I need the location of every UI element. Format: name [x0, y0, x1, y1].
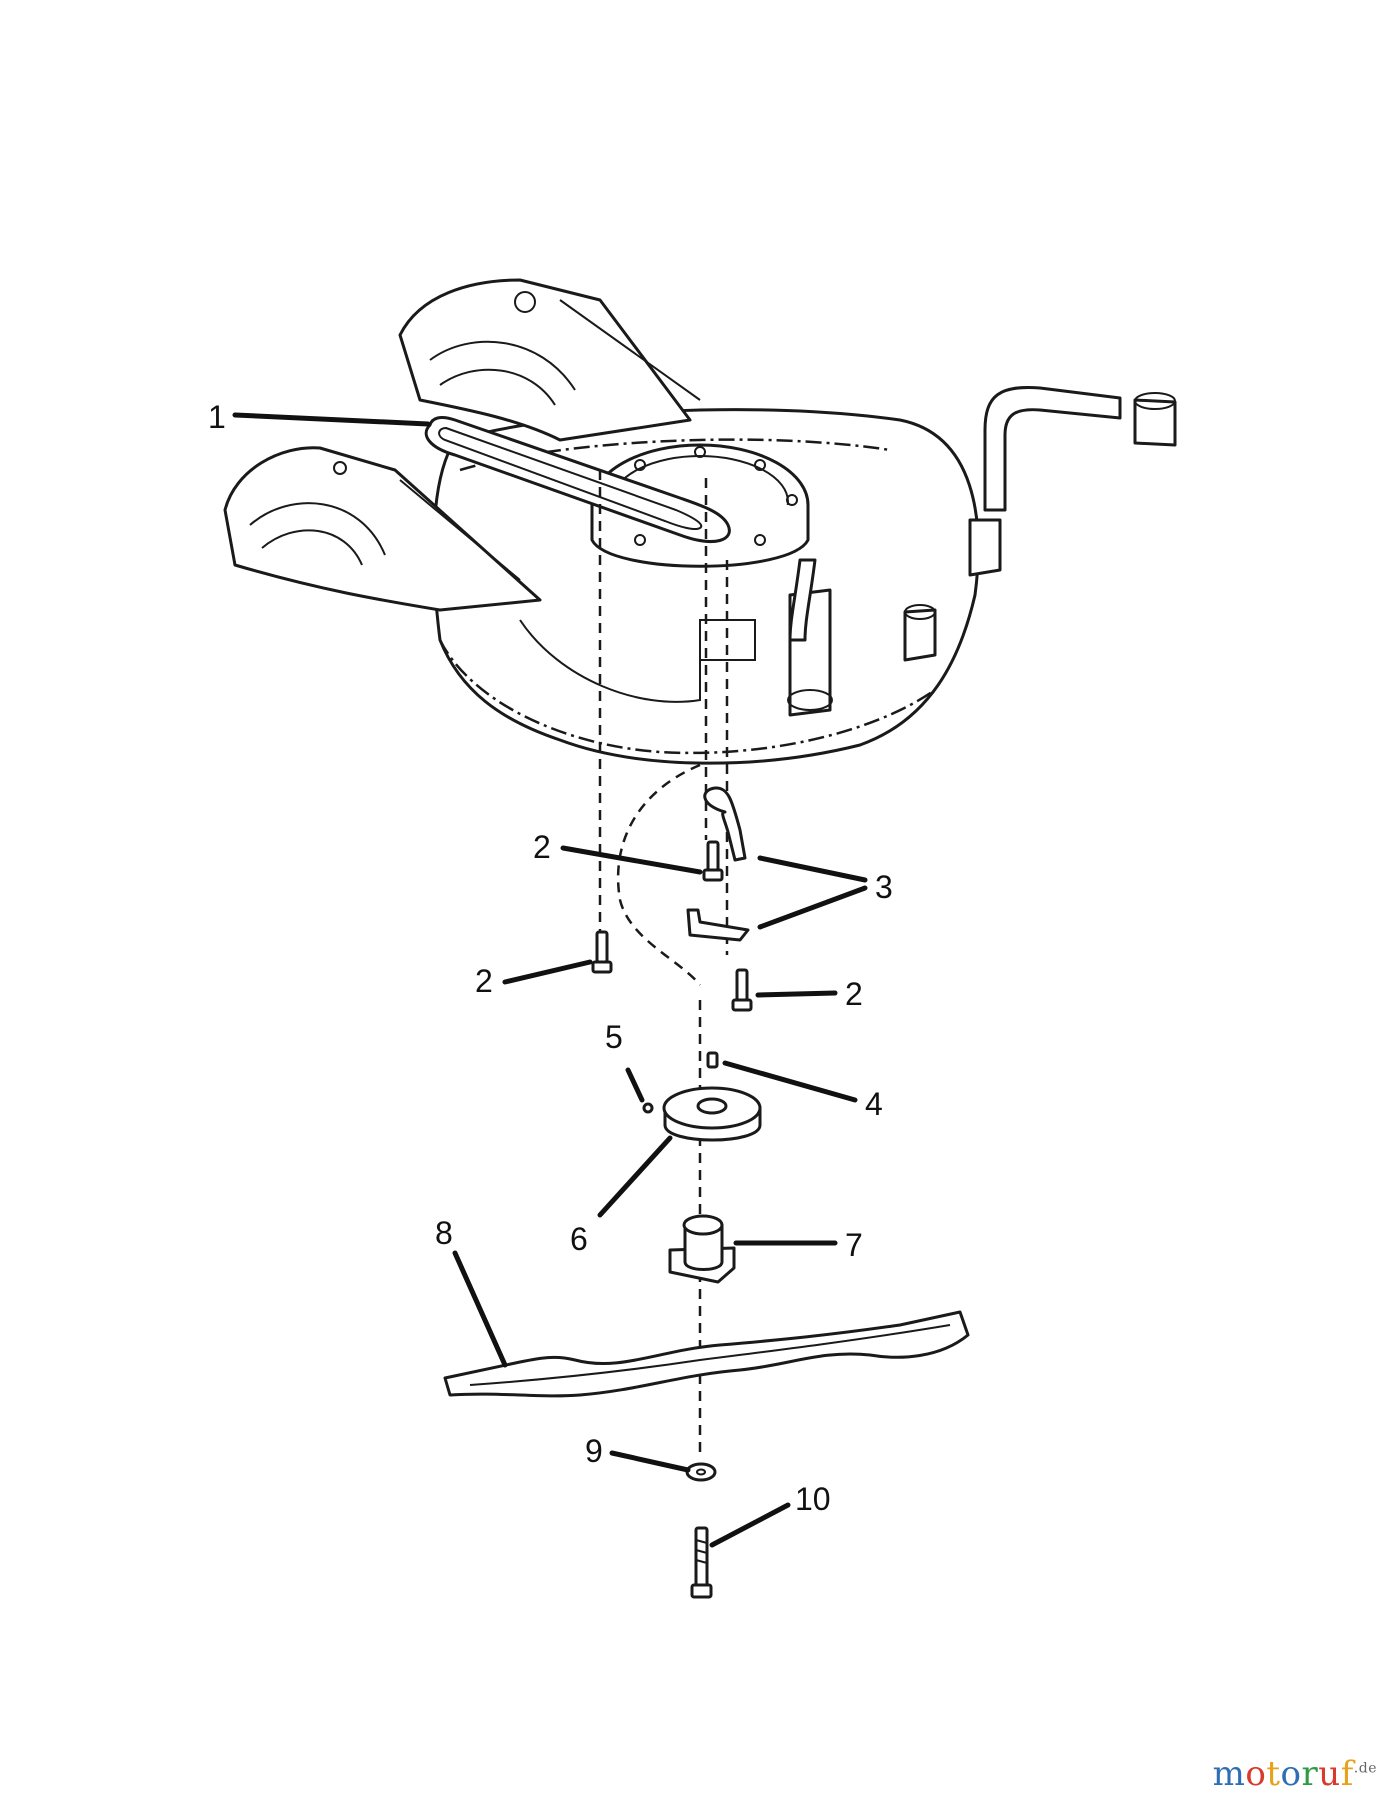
- callout-1: 1: [208, 399, 226, 435]
- callout-2-left: 2: [475, 963, 493, 999]
- callout-6: 6: [570, 1221, 588, 1257]
- drive-pulley: [662, 1086, 762, 1142]
- blade-washer: [685, 1462, 717, 1482]
- watermark-letter: r: [1301, 1754, 1319, 1794]
- watermark-domain: .de: [1353, 1760, 1377, 1777]
- watermark-letter: t: [1266, 1754, 1281, 1794]
- watermark-letter: m: [1212, 1754, 1246, 1794]
- bolt-center: [702, 840, 724, 882]
- callout-2-center: 2: [533, 829, 551, 865]
- callout-5: 5: [605, 1019, 623, 1055]
- watermark-letter: o: [1245, 1754, 1267, 1794]
- wheel-housing-rear-left: [398, 278, 701, 442]
- bolt-right: [731, 968, 753, 1012]
- wheel-housing-front-left: [223, 446, 542, 612]
- watermark-letter: f: [1340, 1754, 1354, 1794]
- set-screw: [642, 1102, 654, 1114]
- bolt-left: [591, 930, 613, 974]
- shaft-key: [706, 1051, 719, 1069]
- baffle-clips: [686, 786, 750, 942]
- callout-8: 8: [435, 1215, 453, 1251]
- callout-7: 7: [845, 1227, 863, 1263]
- callout-3: 3: [875, 869, 893, 905]
- blade-adapter: [668, 1214, 736, 1284]
- callout-10: 10: [795, 1481, 831, 1517]
- callout-labels: 1 2 2 2 3 4 5 6 7 8 9 10: [208, 399, 893, 1517]
- callout-leaders: [232, 412, 868, 1548]
- watermark-logo: motoruf.de: [1213, 1754, 1377, 1794]
- deck-bolts: [591, 840, 753, 1012]
- mower-blade: [443, 1310, 970, 1398]
- callout-2-right: 2: [845, 976, 863, 1012]
- callout-9: 9: [585, 1433, 603, 1469]
- blade-bolt: [690, 1526, 713, 1599]
- drive-belt: [424, 416, 731, 544]
- callout-4: 4: [865, 1086, 883, 1122]
- watermark-letter: u: [1318, 1754, 1341, 1794]
- watermark-letter: o: [1280, 1754, 1302, 1794]
- handle-tube: [788, 386, 1177, 642]
